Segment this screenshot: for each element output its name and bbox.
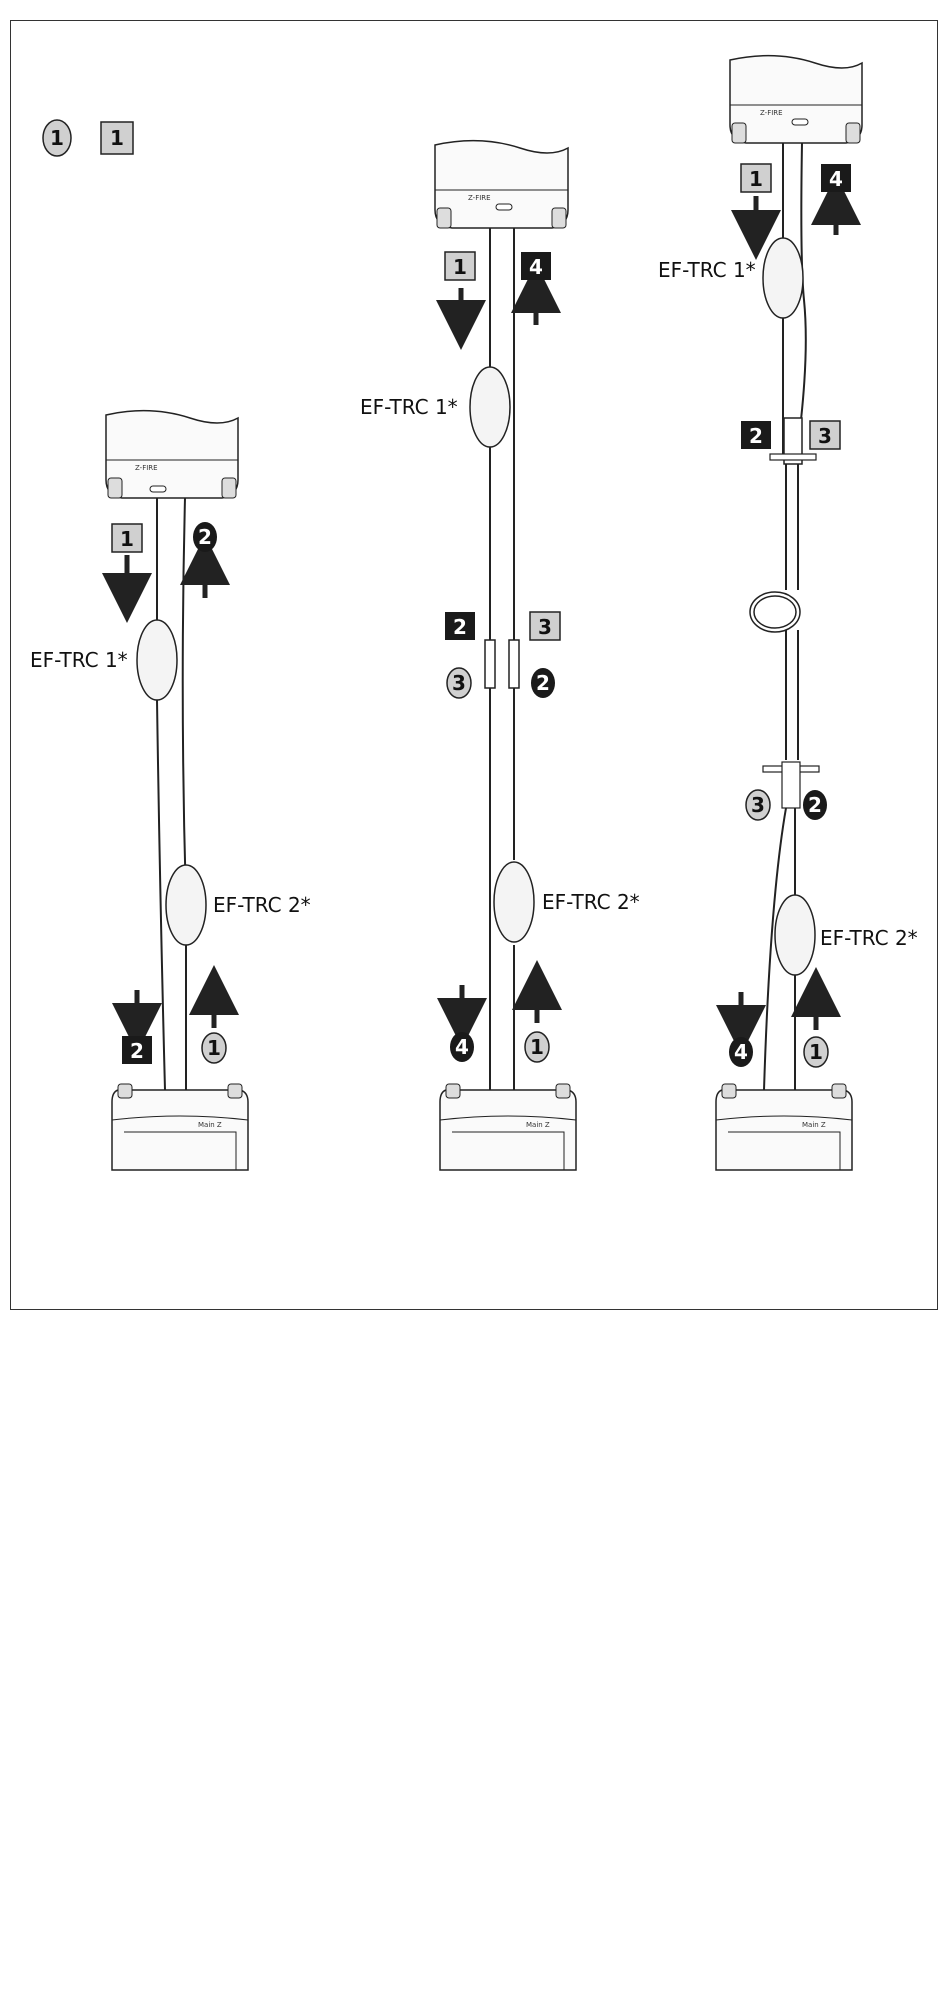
svg-text:Z-FIRE: Z-FIRE — [760, 109, 783, 117]
svg-text:4: 4 — [734, 1040, 748, 1064]
svg-text:EF-TRC 2*: EF-TRC 2* — [213, 893, 311, 917]
svg-text:1: 1 — [809, 1040, 823, 1064]
marker-middle-square-3: 3 — [530, 612, 560, 640]
fiber-connection-diagram: 1 1 Z-FIRE EF-TRC 1* EF-TRC 2* — [0, 0, 950, 1330]
svg-text:4: 4 — [829, 167, 843, 191]
svg-text:EF-TRC 2*: EF-TRC 2* — [820, 926, 918, 950]
svg-text:1: 1 — [50, 126, 64, 150]
marker-right-circle-3: 3 — [746, 790, 770, 820]
marker-right-square-4: 4 — [821, 164, 851, 192]
svg-text:3: 3 — [538, 615, 552, 639]
svg-text:4: 4 — [455, 1035, 469, 1059]
svg-text:2: 2 — [808, 793, 822, 817]
legend-circle-marker: 1 — [43, 120, 71, 156]
svg-text:Z-FIRE: Z-FIRE — [135, 464, 158, 472]
marker-middle-square-4: 4 — [521, 252, 551, 280]
marker-left-circle-1: 1 — [202, 1033, 226, 1063]
trc2-cord-middle: EF-TRC 2* — [494, 862, 640, 942]
main-unit: Main Z — [112, 1084, 248, 1170]
svg-text:Main Z: Main Z — [526, 1121, 550, 1129]
svg-text:1: 1 — [530, 1035, 544, 1059]
marker-middle-circle-4: 4 — [450, 1032, 474, 1062]
marker-middle-square-2: 2 — [445, 612, 475, 640]
svg-text:3: 3 — [751, 793, 765, 817]
marker-right-circle-1: 1 — [804, 1037, 828, 1067]
svg-text:EF-TRC 1*: EF-TRC 1* — [30, 648, 128, 672]
marker-middle-circle-2: 2 — [531, 668, 555, 698]
marker-middle-square-1: 1 — [445, 252, 475, 280]
main-unit: Main Z — [716, 1084, 852, 1170]
svg-text:4: 4 — [529, 255, 543, 279]
svg-text:1: 1 — [110, 126, 124, 150]
marker-middle-circle-1: 1 — [525, 1032, 549, 1062]
marker-left-square-2: 2 — [122, 1036, 152, 1064]
panel-left: Z-FIRE EF-TRC 1* EF-TRC 2* 1 2 — [30, 411, 311, 1170]
svg-text:EF-TRC 1*: EF-TRC 1* — [360, 395, 458, 419]
marker-right-square-1: 1 — [741, 164, 771, 192]
trc1-cord-right: EF-TRC 1* — [658, 238, 803, 318]
marker-left-circle-2: 2 — [193, 522, 217, 552]
marker-right-square-2: 2 — [741, 421, 771, 449]
svg-text:2: 2 — [536, 671, 550, 695]
svg-text:1: 1 — [120, 527, 134, 551]
svg-text:1: 1 — [749, 167, 763, 191]
marker-right-circle-2: 2 — [803, 790, 827, 820]
trc2-cord-left: EF-TRC 2* — [166, 865, 311, 945]
main-unit: Main Z — [440, 1084, 576, 1170]
marker-right-square-3: 3 — [810, 421, 840, 449]
svg-text:Main Z: Main Z — [198, 1121, 222, 1129]
panel-right: Z-FIRE EF-TRC 1* EF-TRC 2* — [658, 56, 918, 1170]
trc1-cord-middle: EF-TRC 1* — [360, 367, 510, 447]
svg-text:Z-FIRE: Z-FIRE — [468, 194, 491, 202]
trc2-cord-right: EF-TRC 2* — [775, 895, 918, 975]
svg-text:2: 2 — [130, 1039, 144, 1063]
svg-text:1: 1 — [207, 1036, 221, 1060]
svg-text:2: 2 — [749, 424, 763, 448]
svg-text:3: 3 — [452, 671, 466, 695]
svg-text:3: 3 — [818, 424, 832, 448]
legend-square-marker: 1 — [101, 122, 133, 154]
marker-left-square-1: 1 — [112, 524, 142, 552]
svg-text:EF-TRC 1*: EF-TRC 1* — [658, 258, 756, 282]
remote-unit: Z-FIRE — [730, 56, 862, 143]
marker-right-circle-4: 4 — [729, 1037, 753, 1067]
trc1-cord-left: EF-TRC 1* — [30, 620, 177, 700]
legend: 1 1 — [43, 120, 133, 156]
svg-text:1: 1 — [453, 255, 467, 279]
panel-middle: Z-FIRE EF-TRC 1* EF-TRC 2* 1 4 — [360, 141, 640, 1170]
remote-unit: Z-FIRE — [435, 141, 568, 228]
remote-unit: Z-FIRE — [106, 411, 238, 498]
marker-middle-circle-3: 3 — [447, 668, 471, 698]
svg-text:EF-TRC 2*: EF-TRC 2* — [542, 890, 640, 914]
svg-text:2: 2 — [453, 615, 467, 639]
svg-text:2: 2 — [198, 525, 212, 549]
svg-text:Main Z: Main Z — [802, 1121, 826, 1129]
